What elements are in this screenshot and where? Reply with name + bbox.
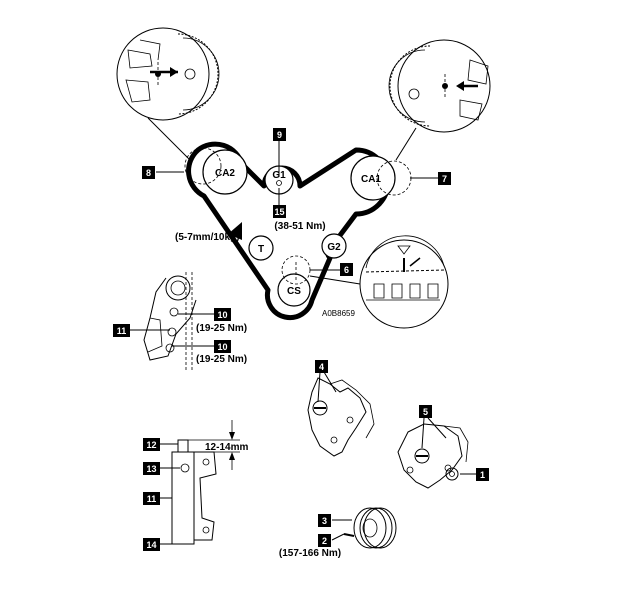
callout-10b: 10 xyxy=(214,340,231,353)
tensioner-cylinder: 12-14mm xyxy=(160,420,248,545)
callout-10a-label: 10 xyxy=(217,310,227,320)
callout-3-label: 3 xyxy=(322,516,327,526)
callout-8-label: 8 xyxy=(146,168,151,178)
ca1-timing-mark-detail xyxy=(388,39,491,161)
callout-4: 4 xyxy=(315,360,328,373)
callout-8: 8 xyxy=(142,166,155,179)
callout-11a-label: 11 xyxy=(117,326,127,336)
callout-11a: 11 xyxy=(113,324,130,337)
callout-13-label: 13 xyxy=(146,464,156,474)
callout-7: 7 xyxy=(438,172,451,185)
callout-7-label: 7 xyxy=(442,174,447,184)
pulley-t: T xyxy=(248,235,274,261)
callout-10b-label: 10 xyxy=(217,342,227,352)
timing-cover-upper xyxy=(307,371,375,457)
tension-spec-label: (5-7mm/10kg) xyxy=(175,232,239,243)
callout-1: 1 xyxy=(476,468,489,481)
callout-1-label: 1 xyxy=(480,470,485,480)
pulley-ca1-label: CA1 xyxy=(361,174,381,185)
timing-cover-lower xyxy=(397,417,476,489)
callout-5-label: 5 xyxy=(423,407,428,417)
callout-9-label: 9 xyxy=(277,130,282,140)
crankshaft-pulley: (157-166 Nm) xyxy=(279,507,397,559)
callout-6: 6 xyxy=(340,263,353,276)
tension-arrow xyxy=(228,222,242,240)
callout-2: 2 xyxy=(318,534,331,547)
ca2-timing-mark-detail xyxy=(116,27,220,161)
callout-11b: 11 xyxy=(143,492,160,505)
callout-15-label: 15 xyxy=(274,207,284,217)
callout-2-label: 2 xyxy=(322,536,327,546)
g1-torque-label: (38-51 Nm) xyxy=(274,221,325,232)
pulley-cs-label: CS xyxy=(287,286,301,297)
pulley-t-label: T xyxy=(258,244,264,255)
callout-14: 14 xyxy=(143,538,160,551)
callout-5: 5 xyxy=(419,405,432,418)
callout-9: 9 xyxy=(273,128,286,141)
pulley-g2-label: G2 xyxy=(327,242,341,253)
pulley-ca2: CA2 xyxy=(184,147,248,195)
crank-bolt-torque: (157-166 Nm) xyxy=(279,548,341,559)
callout-3: 3 xyxy=(318,514,331,527)
cs-timing-mark-detail xyxy=(309,235,449,329)
rod-extension-dimension: 12-14mm xyxy=(205,442,248,453)
callout-4-label: 4 xyxy=(319,362,324,372)
callout-13: 13 xyxy=(143,462,160,475)
callout-10a: 10 xyxy=(214,308,231,321)
pulley-ca1: CA1 xyxy=(350,155,412,201)
callout-12: 12 xyxy=(143,438,160,451)
figure-code: A0B8659 xyxy=(322,309,355,318)
callout-14-label: 14 xyxy=(146,540,156,550)
tensioner-bolt-torque-upper: (19-25 Nm) xyxy=(196,323,247,334)
callout-11b-label: 11 xyxy=(147,494,157,504)
belt-routing xyxy=(186,141,391,321)
callout-6-label: 6 xyxy=(344,265,349,275)
callout-12-label: 12 xyxy=(146,440,156,450)
tensioner-bolt-torque-lower: (19-25 Nm) xyxy=(196,354,247,365)
tensioner-assembly: (19-25 Nm) (19-25 Nm) xyxy=(130,272,247,372)
pulley-ca2-label: CA2 xyxy=(215,168,235,179)
pulley-cs: CS xyxy=(277,255,311,307)
pulley-g2: G2 xyxy=(321,233,347,259)
callout-15: 15 xyxy=(273,205,286,218)
